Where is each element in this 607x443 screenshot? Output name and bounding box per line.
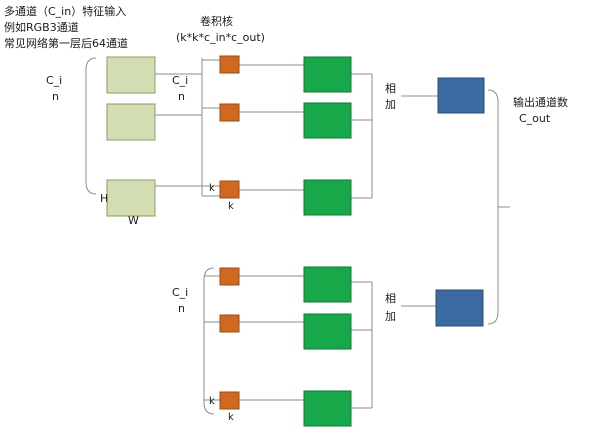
output-channels-label: 输出通道数 — [513, 96, 568, 109]
cin-label-n: n — [52, 90, 59, 103]
kernel — [219, 180, 240, 199]
cin-label: C_i — [172, 74, 189, 87]
height-label: H — [100, 192, 109, 205]
cin-label: C_i — [46, 74, 63, 87]
conv-result-map — [303, 313, 352, 350]
conv-result-map — [303, 390, 352, 427]
width-label: W — [128, 214, 139, 227]
kernel-k-label: k — [228, 201, 234, 212]
kernel-k-label: k — [209, 183, 215, 194]
kernel — [219, 391, 240, 410]
conv-result-map — [303, 179, 352, 216]
input-feature-map — [106, 103, 156, 141]
input-feature-map — [106, 179, 156, 217]
input-feature-map — [106, 56, 156, 94]
sum-label: 相 — [385, 292, 396, 305]
cin-label-n: n — [178, 302, 185, 315]
sum-label: 加 — [385, 98, 396, 111]
input-description-line-3: 常见网络第一层后64通道 — [4, 37, 128, 50]
input-description-line-2: 例如RGB3通道 — [4, 21, 79, 34]
kernel-k-label: k — [228, 412, 234, 423]
input-brace-2 — [203, 267, 215, 415]
cout-label: C_out — [519, 112, 551, 125]
conv-result-map — [303, 56, 352, 93]
kernel-title: 卷积核 — [200, 15, 233, 28]
sum-label: 相 — [385, 82, 396, 95]
input-description-line-1: 多通道（C_in）特征输入 — [4, 5, 127, 18]
conv-result-map — [303, 266, 352, 303]
kernel — [219, 103, 240, 122]
sum-label: 加 — [385, 310, 396, 323]
cin-label: C_i — [172, 286, 189, 299]
input-brace — [85, 57, 97, 195]
kernel — [219, 55, 240, 74]
conv-result-map — [303, 102, 352, 139]
kernel-formula: (k*k*c_in*c_out) — [176, 31, 265, 44]
cin-label-n: n — [178, 90, 185, 103]
output-brace — [487, 89, 499, 325]
output-feature-map — [437, 77, 485, 114]
kernel-k-label: k — [209, 396, 215, 407]
kernel — [219, 267, 240, 286]
output-feature-map — [435, 289, 484, 327]
kernel — [219, 314, 240, 333]
